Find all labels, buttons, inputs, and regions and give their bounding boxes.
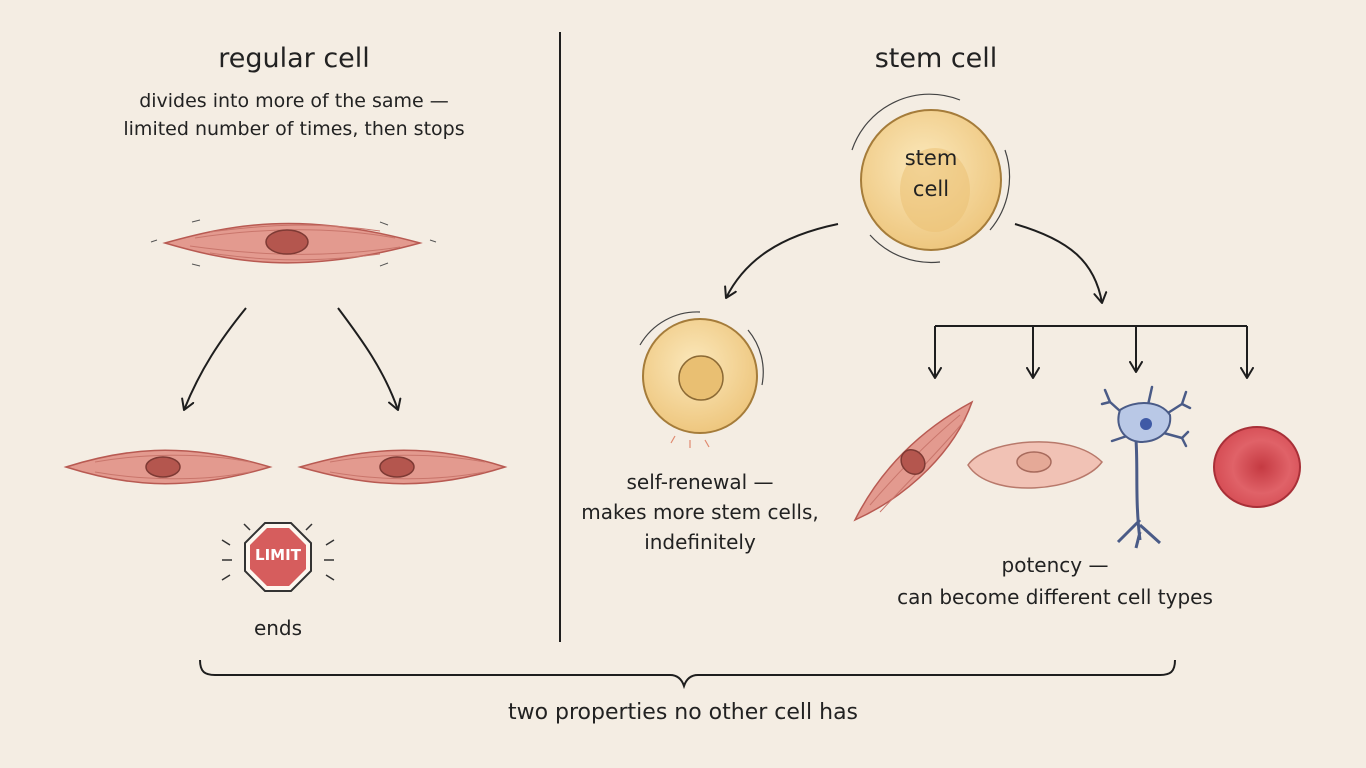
epithelial-cell [967,441,1103,489]
self-renewal-line3: indefinitely [644,530,756,554]
regular-cell-daughter-right [297,449,508,485]
stem-cell-main [851,93,1011,264]
stem-cell-title: stem cell [874,43,998,74]
neuron-cell [1100,385,1192,549]
stem-cell-label-line2: cell [912,177,950,201]
arrow-to-self-renewal [724,223,839,299]
bottom-bracket [199,659,1176,690]
regular-cell-parent [150,219,437,267]
stem-cell-daughter [639,311,764,448]
stem-cell-label-line1: stem [904,146,958,170]
regular-cell-subtitle-line1: divides into more of the same — [139,90,449,112]
potency-line2: can become different cell types [897,585,1213,609]
potency-line1: potency — [1001,553,1109,577]
limit-sign-label: LIMIT [255,546,301,564]
limit-stop-sign [221,522,335,592]
regular-cell-daughter-left [63,449,273,485]
red-blood-cell [1213,426,1301,508]
arrow-to-daughter-right [337,307,402,411]
regular-cell-subtitle-line2: limited number of times, then stops [123,118,465,140]
regular-cell-title: regular cell [218,43,370,74]
muscle-cell [853,400,974,522]
self-renewal-line1: self-renewal — [626,470,774,494]
self-renewal-line2: makes more stem cells, [581,500,819,524]
footer-caption: two properties no other cell has [507,700,859,725]
potency-branch-arrows [928,325,1254,379]
arrow-to-daughter-left [181,307,247,411]
ends-label: ends [253,616,303,640]
arrow-to-potency [1014,223,1108,304]
